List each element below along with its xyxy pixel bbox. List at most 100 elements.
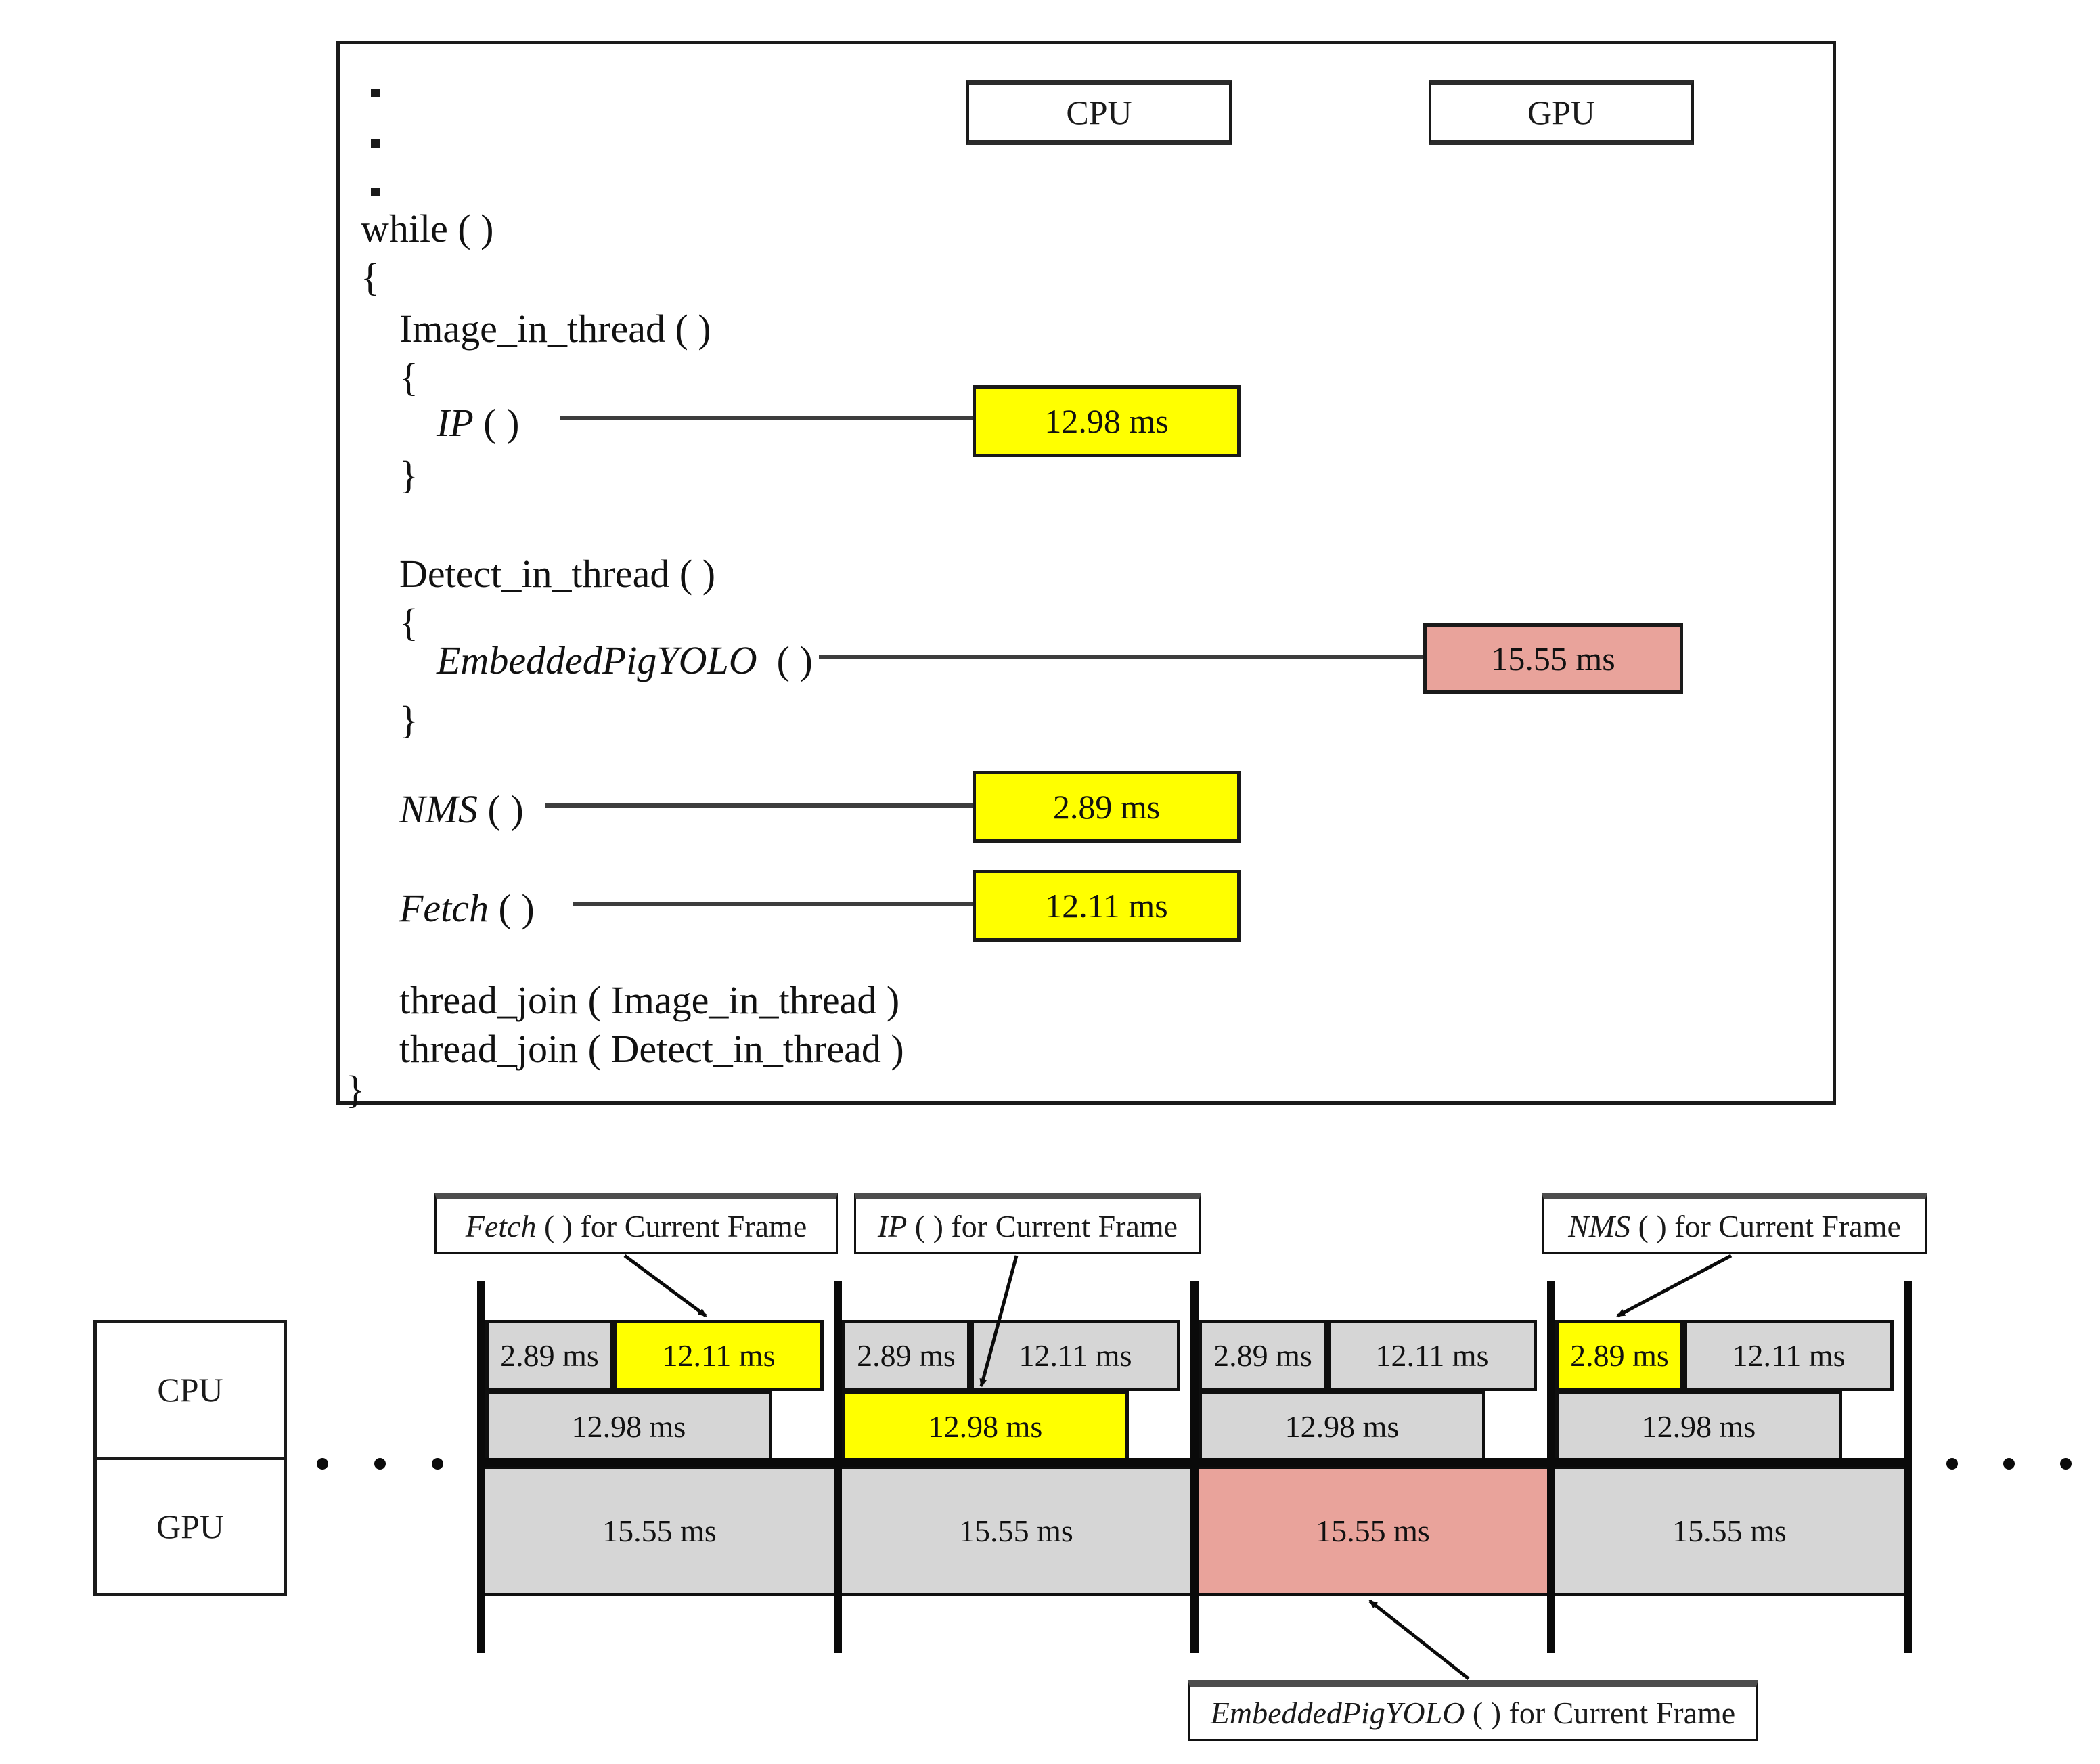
ip-time-box: 12.98 ms — [973, 385, 1241, 457]
embeddedpigyolo-time-value: 15.55 ms — [1491, 640, 1615, 678]
code-panel: CPU GPU while ( ) { Image_in_thread ( ) … — [336, 41, 1836, 1111]
ip-time-label: 12.98 ms — [1284, 1409, 1400, 1444]
nms-callout-arrow — [1616, 1254, 1733, 1318]
ip-callout-func: IP — [877, 1208, 908, 1243]
frame-boundary-tick — [1547, 1281, 1555, 1653]
fetch-callout: Fetch ( ) for Current Frame — [434, 1193, 838, 1254]
code-thread-join-detect-line: thread_join ( Detect_in_thread ) — [399, 1027, 904, 1071]
ip-time-label: 12.98 ms — [1641, 1409, 1756, 1444]
code-while-line: while ( ) — [361, 206, 494, 250]
timeline-ellipsis-dot — [432, 1458, 443, 1470]
cpu-nms-box: 2.89 ms — [485, 1320, 614, 1391]
timeline-frame: 15.55 ms 2.89 ms 12.11 ms 12.98 ms — [1190, 1320, 1555, 1596]
legend-gpu-label: GPU — [156, 1507, 225, 1545]
nms-time-box: 2.89 ms — [973, 771, 1241, 843]
ip-callout-rest: ( ) for Current Frame — [907, 1208, 1178, 1243]
nms-time-label: 2.89 ms — [1213, 1338, 1312, 1373]
timeline-ellipsis-dot — [374, 1458, 386, 1470]
fetch-callout-arrow — [623, 1254, 707, 1318]
ip-function-name: IP — [437, 401, 474, 445]
code-close-brace: } — [399, 698, 418, 742]
fetch-time-label: 12.11 ms — [662, 1338, 776, 1373]
fetch-function-name: Fetch — [399, 886, 489, 930]
cpu-fetch-box: 12.11 ms — [1684, 1320, 1894, 1391]
nms-function-name: NMS — [399, 787, 478, 831]
frame-boundary-tick — [1190, 1281, 1199, 1653]
code-embeddedpigyolo-line: EmbeddedPigYOLO ( ) — [437, 638, 813, 683]
gpu-time-label: 15.55 ms — [1672, 1514, 1787, 1548]
code-open-brace: { — [399, 600, 418, 644]
ip-callout: IP ( ) for Current Frame — [854, 1193, 1201, 1254]
nms-function-args: ( ) — [478, 787, 524, 831]
timeline-ellipsis-dot — [2003, 1458, 2015, 1470]
cpu-nms-box: 2.89 ms — [1555, 1320, 1684, 1391]
code-fetch-line: Fetch ( ) — [399, 886, 535, 931]
fetch-time-box: 12.11 ms — [973, 870, 1241, 942]
ip-time-label: 12.98 ms — [571, 1409, 686, 1444]
cpu-column-label: CPU — [1066, 93, 1132, 131]
fetch-function-args: ( ) — [489, 886, 535, 930]
embeddedpigyolo-callout-arrow — [1368, 1600, 1470, 1680]
fetch-connector-line — [573, 902, 973, 906]
fetch-time-value: 12.11 ms — [1045, 887, 1168, 925]
nms-callout: NMS ( ) for Current Frame — [1542, 1193, 1927, 1254]
ip-connector-line — [560, 416, 973, 420]
cpu-ip-box: 12.98 ms — [1555, 1391, 1842, 1462]
cpu-fetch-box: 12.11 ms — [970, 1320, 1180, 1391]
legend-cpu-cell: CPU — [97, 1323, 284, 1460]
nms-time-value: 2.89 ms — [1052, 788, 1161, 826]
fetch-time-label: 12.11 ms — [1732, 1338, 1846, 1373]
cpu-ip-box: 12.98 ms — [842, 1391, 1129, 1462]
code-close-brace: } — [346, 1067, 365, 1111]
code-image-thread-line: Image_in_thread ( ) — [399, 307, 711, 351]
gpu-column-label: GPU — [1527, 93, 1596, 131]
timeline-frame: 15.55 ms 2.89 ms 12.11 ms 12.98 ms — [477, 1320, 842, 1596]
code-open-brace: { — [399, 355, 418, 399]
embeddedpigyolo-callout-rest: ( ) for Current Frame — [1465, 1696, 1736, 1730]
gpu-column-header: GPU — [1429, 80, 1694, 145]
frame-boundary-tick — [834, 1281, 842, 1653]
code-ip-line: IP ( ) — [437, 401, 519, 445]
ip-time-value: 12.98 ms — [1044, 402, 1169, 440]
frame-boundary-tick — [477, 1281, 485, 1653]
nms-callout-func: NMS — [1568, 1208, 1631, 1243]
fetch-callout-rest: ( ) for Current Frame — [536, 1208, 807, 1243]
code-open-brace: { — [361, 255, 380, 299]
timeline-frame: 15.55 ms 2.89 ms 12.11 ms 12.98 ms — [1547, 1320, 1912, 1596]
legend-gpu-cell: GPU — [97, 1460, 284, 1593]
embeddedpigyolo-function-args: ( ) — [757, 638, 813, 682]
ip-time-label: 12.98 ms — [928, 1409, 1043, 1444]
fetch-callout-func: Fetch — [465, 1208, 537, 1243]
ip-function-args: ( ) — [473, 401, 520, 445]
code-detect-thread-line: Detect_in_thread ( ) — [399, 552, 716, 596]
nms-time-label: 2.89 ms — [1570, 1338, 1669, 1373]
nms-time-label: 2.89 ms — [857, 1338, 956, 1373]
code-close-brace: } — [399, 453, 418, 497]
embeddedpigyolo-connector-line — [819, 655, 1423, 659]
gpu-time-label: 15.55 ms — [1316, 1514, 1430, 1548]
timeline-ellipsis-dot — [2060, 1458, 2072, 1470]
code-nms-line: NMS ( ) — [399, 787, 524, 832]
ellipsis-dot — [371, 188, 380, 196]
embeddedpigyolo-callout: EmbeddedPigYOLO ( ) for Current Frame — [1188, 1680, 1758, 1741]
cpu-fetch-box: 12.11 ms — [614, 1320, 824, 1391]
embeddedpigyolo-function-name: EmbeddedPigYOLO — [437, 638, 757, 682]
embeddedpigyolo-time-box: 15.55 ms — [1423, 623, 1683, 694]
cpu-nms-box: 2.89 ms — [1199, 1320, 1327, 1391]
gpu-embeddedpigyolo-box: 15.55 ms — [834, 1465, 1199, 1596]
embeddedpigyolo-callout-func: EmbeddedPigYOLO — [1210, 1696, 1465, 1730]
code-thread-join-image-line: thread_join ( Image_in_thread ) — [399, 978, 900, 1022]
nms-time-label: 2.89 ms — [500, 1338, 599, 1373]
gpu-embeddedpigyolo-box: 15.55 ms — [477, 1465, 842, 1596]
gpu-embeddedpigyolo-box: 15.55 ms — [1190, 1465, 1555, 1596]
cpu-column-header: CPU — [966, 80, 1232, 145]
gpu-embeddedpigyolo-box: 15.55 ms — [1547, 1465, 1912, 1596]
gpu-time-label: 15.55 ms — [959, 1514, 1073, 1548]
nms-callout-rest: ( ) for Current Frame — [1630, 1208, 1901, 1243]
ellipsis-dot — [371, 89, 380, 97]
timeline-ellipsis-dot — [317, 1458, 328, 1470]
processor-legend: CPU GPU — [93, 1320, 287, 1596]
legend-cpu-label: CPU — [157, 1371, 223, 1409]
cpu-ip-box: 12.98 ms — [485, 1391, 772, 1462]
